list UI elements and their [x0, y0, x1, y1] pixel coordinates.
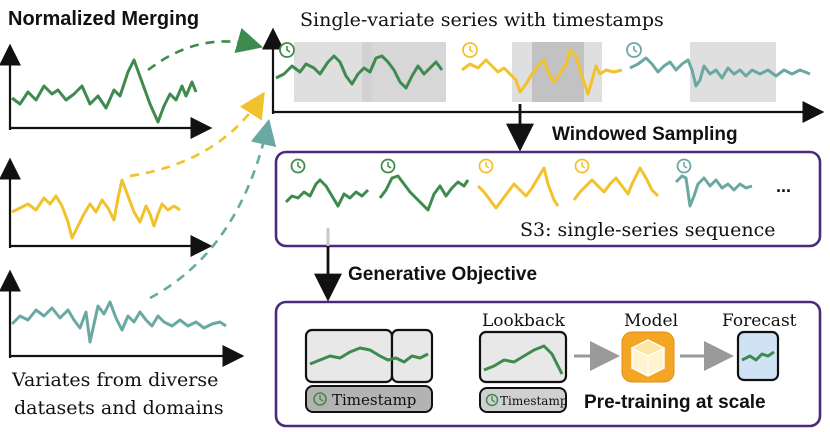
window-series: [309, 346, 429, 366]
sample-window: [532, 42, 584, 102]
sequence-segment-teal: [674, 174, 753, 208]
sequence-segment-yellow: [476, 166, 560, 210]
lookback-label: Lookback: [482, 311, 566, 331]
sequence-label: S3: single-series sequence: [520, 219, 775, 241]
top-title: Single-variate series with timestamps: [300, 9, 664, 31]
left-title: Normalized Merging: [8, 8, 199, 30]
top-series-green: [275, 54, 444, 90]
clock-icon: [380, 158, 396, 174]
merge-arrow-green: [147, 27, 264, 72]
clock-icon: [279, 42, 295, 58]
left-plot-green: [0, 43, 213, 139]
sequence-segment-green: [378, 174, 470, 212]
left-plot-yellow: [0, 157, 213, 257]
timestamp-small-label: Timestamp: [500, 394, 568, 408]
clock-icon: [478, 158, 494, 174]
merge-arrow-teal: [149, 118, 277, 300]
timestamp-bar: [305, 385, 433, 413]
series-line-teal: [10, 300, 227, 344]
series-line-yellow: [11, 178, 181, 240]
clock-icon: [485, 393, 499, 407]
left-plot-teal: [0, 269, 245, 367]
top-series-yellow: [461, 48, 623, 96]
clock-icon: [313, 392, 327, 406]
sample-window: [362, 42, 446, 102]
series-line-green: [11, 58, 198, 124]
lookback-series: [483, 344, 564, 375]
model-label: Model: [624, 311, 678, 331]
sequence-segment-yellow: [572, 166, 660, 201]
merge-arrow-yellow: [129, 91, 265, 178]
clock-icon: [626, 42, 642, 58]
clock-icon: [290, 158, 306, 174]
pretraining-label: Pre-training at scale: [584, 392, 766, 413]
timestamp-label: Timestamp: [332, 391, 416, 409]
sequence-ellipsis: ...: [776, 176, 791, 196]
clock-icon: [676, 158, 692, 174]
top-series-teal: [629, 56, 811, 88]
sequence-segment-green: [284, 178, 370, 208]
clock-icon: [462, 42, 478, 58]
forecast-series: [741, 350, 775, 362]
generative-objective-label: Generative Objective: [348, 264, 537, 285]
cube-icon: [621, 331, 675, 383]
left-caption-line1: Variates from diverse: [11, 369, 218, 391]
clock-icon: [574, 158, 590, 174]
timestamp-bar-small: [479, 387, 567, 413]
forecast-label: Forecast: [722, 311, 797, 331]
windowed-sampling-label: Windowed Sampling: [552, 124, 738, 145]
left-caption-line2: datasets and domains: [14, 397, 224, 419]
